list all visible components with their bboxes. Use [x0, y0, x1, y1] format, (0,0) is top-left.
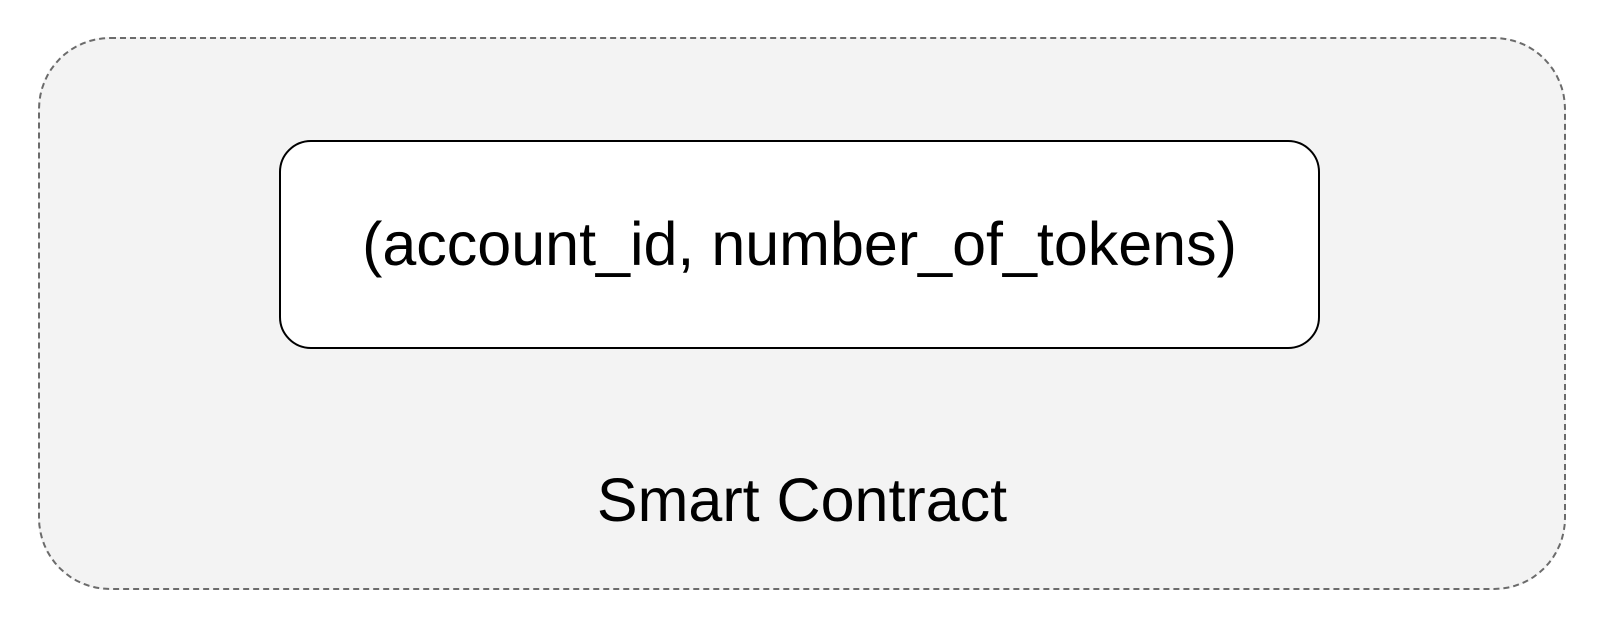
- state-record-box: (account_id, number_of_tokens): [279, 140, 1320, 349]
- smart-contract-label: Smart Contract: [596, 466, 1008, 534]
- state-record-text: (account_id, number_of_tokens): [362, 210, 1237, 278]
